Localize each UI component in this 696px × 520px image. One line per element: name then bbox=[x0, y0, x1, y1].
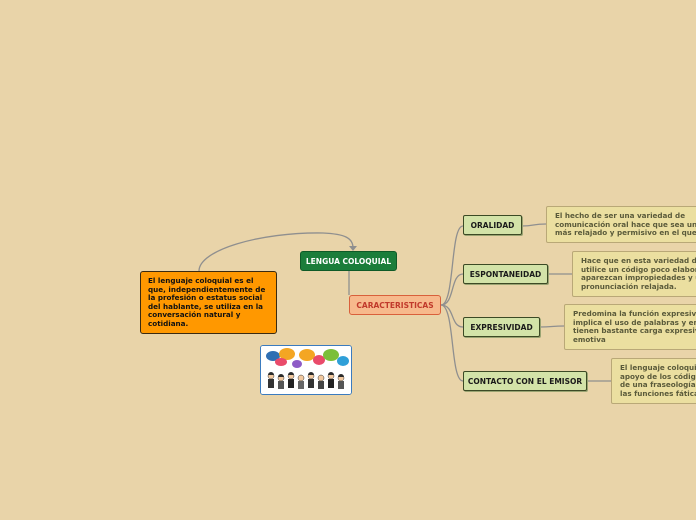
branch-oralidad[interactable]: ORALIDAD bbox=[463, 215, 522, 235]
description-line: pronunciación relajada. bbox=[581, 281, 677, 291]
connector-expresividad-desc bbox=[539, 325, 565, 328]
branch-expresividad[interactable]: EXPRESIVIDAD bbox=[463, 317, 540, 337]
description-line: tienen bastante carga expresiva bbox=[573, 326, 696, 336]
description-line: Predomina la función expresiva bbox=[573, 309, 696, 318]
description-espontaneidad[interactable]: Hace que en esta variedad de utilice un … bbox=[572, 251, 696, 297]
connector-oralidad-desc bbox=[521, 223, 547, 227]
description-line: emotiva bbox=[573, 334, 606, 344]
definition-line: del hablante, se utiliza en la bbox=[148, 301, 264, 311]
description-line: Hace que en esta variedad de bbox=[581, 256, 696, 265]
description-line: El hecho de ser una variedad de bbox=[555, 211, 686, 220]
description-line: de una fraseología t bbox=[620, 380, 696, 390]
description-line: utilice un código poco elabora bbox=[581, 264, 696, 274]
definition-note[interactable]: El lenguaje coloquial es el que, indepen… bbox=[140, 271, 277, 334]
description-expresividad[interactable]: Predomina la función expresiva implica e… bbox=[564, 304, 696, 350]
connector-definition-root bbox=[198, 232, 354, 272]
connector-contacto bbox=[440, 304, 464, 382]
description-line: apoyo de los código bbox=[620, 371, 696, 381]
definition-line: El lenguaje coloquial es el bbox=[148, 276, 254, 285]
description-contacto-con-el-emisor[interactable]: El lenguaje coloquia apoyo de los código… bbox=[611, 358, 696, 404]
description-line: implica el uso de palabras y enu bbox=[573, 317, 696, 327]
definition-line: que, independientemente de bbox=[148, 284, 266, 294]
description-line: aparezcan impropiedades y u bbox=[581, 273, 696, 283]
description-line: las funciones fática bbox=[620, 388, 696, 398]
branch-contacto-con-el-emisor[interactable]: CONTACTO CON EL EMISOR bbox=[463, 371, 587, 391]
branch-label: EXPRESIVIDAD bbox=[470, 322, 533, 332]
people-with-speech-bubbles-image[interactable] bbox=[260, 345, 352, 395]
branch-label: ESPONTANEIDAD bbox=[469, 269, 542, 279]
branch-label: ORALIDAD bbox=[470, 220, 515, 230]
connector-espontaneidad bbox=[440, 273, 464, 306]
definition-line: conversación natural y bbox=[148, 310, 241, 320]
root-node[interactable]: LENGUA COLOQUIAL bbox=[300, 251, 397, 271]
characteristics-label: CARACTERISTICAS bbox=[356, 300, 434, 310]
description-line: más relajado y permisivo en el que a bbox=[555, 228, 696, 238]
branch-label: CONTACTO CON EL EMISOR bbox=[467, 376, 583, 386]
connector-expresividad bbox=[440, 304, 464, 328]
description-oralidad[interactable]: El hecho de ser una variedad de comunica… bbox=[546, 206, 696, 243]
branch-espontaneidad[interactable]: ESPONTANEIDAD bbox=[463, 264, 548, 284]
description-line: El lenguaje coloquia bbox=[620, 363, 696, 372]
arrow-head-icon bbox=[349, 246, 357, 251]
illustration-icon bbox=[261, 346, 351, 394]
characteristics-node[interactable]: CARACTERISTICAS bbox=[349, 295, 441, 315]
definition-line: la profesión o estatus social bbox=[148, 293, 263, 303]
definition-line: cotidiana. bbox=[148, 318, 189, 328]
connector-oralidad bbox=[440, 225, 464, 306]
root-label: LENGUA COLOQUIAL bbox=[305, 256, 392, 266]
description-line: comunicación oral hace que sea un l bbox=[555, 219, 696, 229]
